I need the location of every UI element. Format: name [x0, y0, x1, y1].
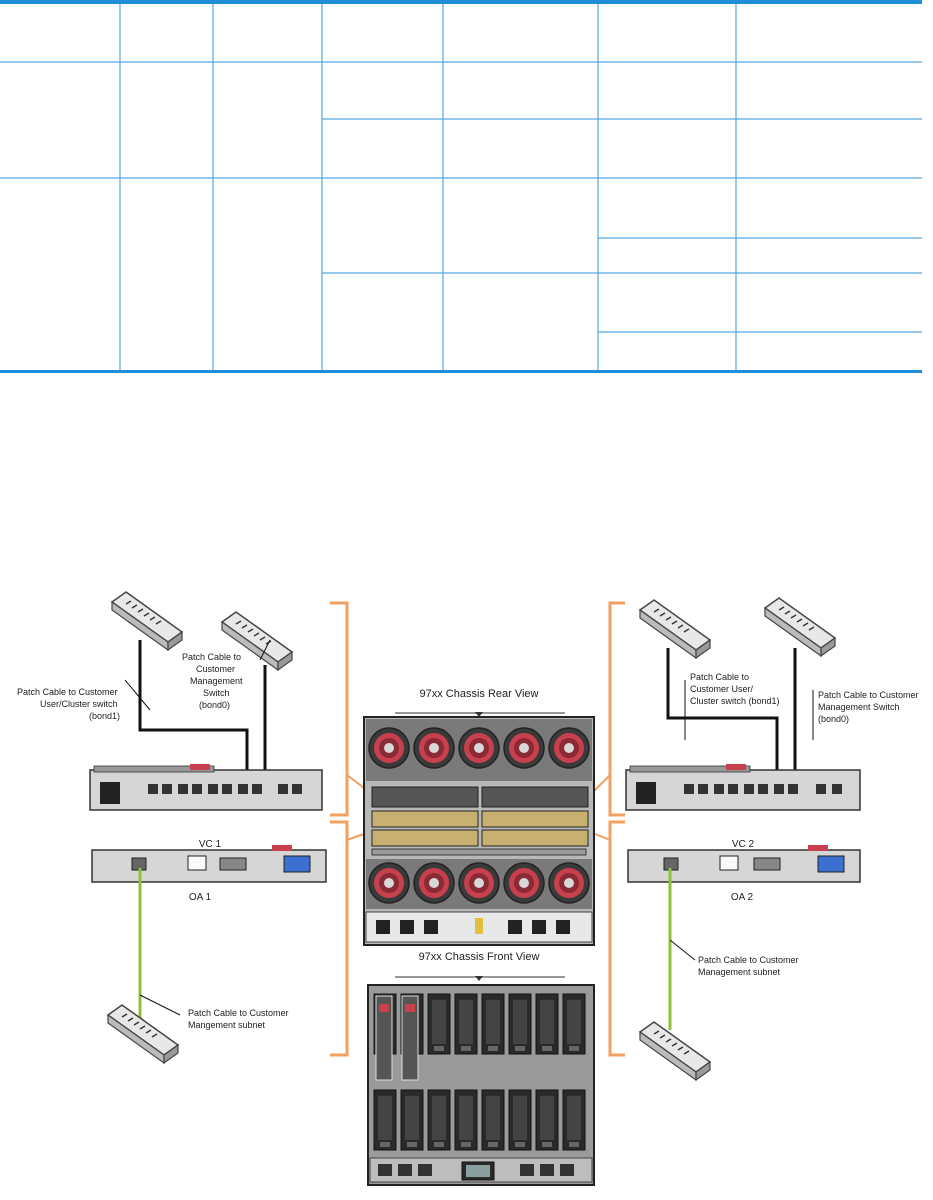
- oa2-label: OA 2: [731, 892, 754, 903]
- user-cluster-cable: [138, 640, 249, 790]
- oa2-module: [627, 845, 861, 883]
- front-view-title: 97xx Chassis Front View: [419, 951, 540, 963]
- fan-icon: [413, 727, 455, 769]
- oa1-label: OA 1: [189, 892, 212, 903]
- switch-icon: [111, 591, 183, 651]
- vc1-label: VC 1: [199, 839, 222, 850]
- fan-icon: [368, 727, 410, 769]
- switch-icon: [639, 1021, 711, 1081]
- switch-icon: [639, 599, 711, 659]
- blade-icon: [400, 1089, 424, 1151]
- fan-icon: [413, 862, 455, 904]
- blade-icon: [562, 993, 586, 1055]
- left-mgmt-cable-label: Patch Cable to Customer Management Switc…: [182, 652, 245, 710]
- blade-icon: [508, 993, 532, 1055]
- oa1-module: [91, 845, 327, 883]
- blade-icon: [535, 993, 559, 1055]
- blade-icon: [481, 993, 505, 1055]
- fan-icon: [548, 862, 590, 904]
- right-bracket-bottom: [608, 820, 625, 1057]
- left-user-cable-label: Patch Cable to Customer User/Cluster swi…: [17, 687, 120, 721]
- right-oa-cable-label: Patch Cable to Customer Management subne…: [698, 955, 801, 977]
- blade-icon: [481, 1089, 505, 1151]
- chassis-rear-view: [363, 716, 595, 946]
- left-bracket-top: [330, 601, 349, 817]
- fan-icon: [368, 862, 410, 904]
- fan-icon: [458, 727, 500, 769]
- vc1-module: [89, 764, 323, 811]
- vc2-label: VC 2: [732, 839, 755, 850]
- right-mgmt-cable-label: Patch Cable to Customer Management Switc…: [818, 690, 921, 724]
- fan-icon: [503, 727, 545, 769]
- table-bottom-border: [0, 370, 922, 373]
- right-user-cable-label: Patch Cable to Customer User/ Cluster sw…: [690, 672, 780, 706]
- left-bracket-bottom: [330, 820, 349, 1057]
- table-grid: [0, 4, 922, 370]
- table-top-border: [0, 0, 922, 4]
- blade-icon: [562, 1089, 586, 1151]
- vc2-module: [625, 764, 861, 811]
- blade-icon: [508, 1089, 532, 1151]
- switch-icon: [764, 597, 836, 657]
- left-oa-cable-label: Patch Cable to Customer Mangement subnet: [188, 1008, 291, 1030]
- blade-icon: [427, 993, 451, 1055]
- switch-icon: [107, 1004, 179, 1064]
- empty-table: [0, 0, 922, 373]
- blade-icon: [373, 1089, 397, 1151]
- fan-icon: [503, 862, 545, 904]
- fan-icon: [458, 862, 500, 904]
- chassis-front-view: [367, 984, 595, 1186]
- blade-icon: [427, 1089, 451, 1151]
- blade-icon: [454, 993, 478, 1055]
- right-bracket-top: [608, 601, 625, 817]
- user-cluster-cable: [666, 648, 779, 790]
- blade-icon: [535, 1089, 559, 1151]
- blade-icon: [454, 1089, 478, 1151]
- fan-icon: [548, 727, 590, 769]
- rear-view-title: 97xx Chassis Rear View: [419, 688, 538, 700]
